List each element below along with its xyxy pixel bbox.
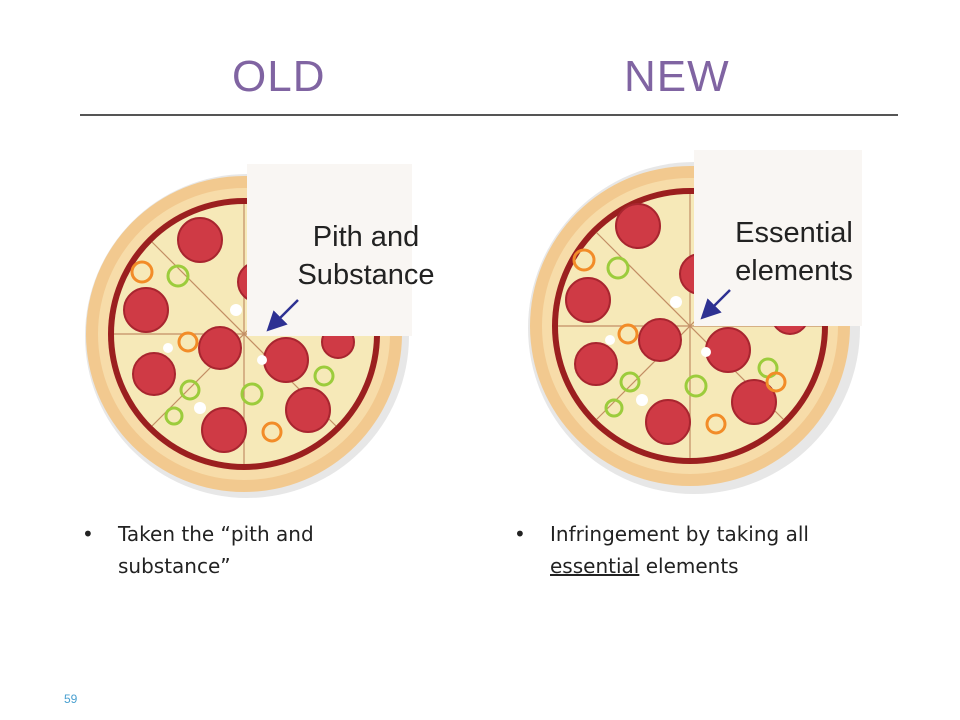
old-bullet-line1: Taken the “pith and xyxy=(118,522,314,546)
essential-callout-line1: Essential xyxy=(735,217,853,249)
new-heading: NEW xyxy=(624,52,730,101)
pizza-new-image xyxy=(528,150,862,494)
old-bullet: • Taken the “pith and substance” xyxy=(82,518,448,582)
essential-callout: Essential elements xyxy=(714,214,874,290)
pith-callout-line2: Substance xyxy=(297,259,435,291)
new-bullet-suffix: elements xyxy=(639,554,739,578)
pith-arrow-icon xyxy=(266,299,299,332)
old-heading: OLD xyxy=(232,52,326,101)
new-bullet: • Infringement by taking all essential e… xyxy=(514,518,890,582)
page-number: 59 xyxy=(64,692,78,706)
heading-divider xyxy=(80,114,898,116)
pith-callout-line1: Pith and xyxy=(312,221,420,253)
old-bullet-line2: substance” xyxy=(118,554,231,578)
essential-arrow-icon xyxy=(700,289,731,320)
essential-word: essential xyxy=(550,554,640,578)
bullet-dot-icon: • xyxy=(514,522,526,546)
essential-callout-line2: elements xyxy=(735,255,853,287)
new-bullet-line2: essential elements xyxy=(550,550,890,582)
new-bullet-line1: Infringement by taking all xyxy=(550,522,809,546)
pith-callout: Pith and Substance xyxy=(282,218,450,294)
bullet-dot-icon: • xyxy=(82,522,94,546)
pizza-old-image xyxy=(85,164,412,498)
